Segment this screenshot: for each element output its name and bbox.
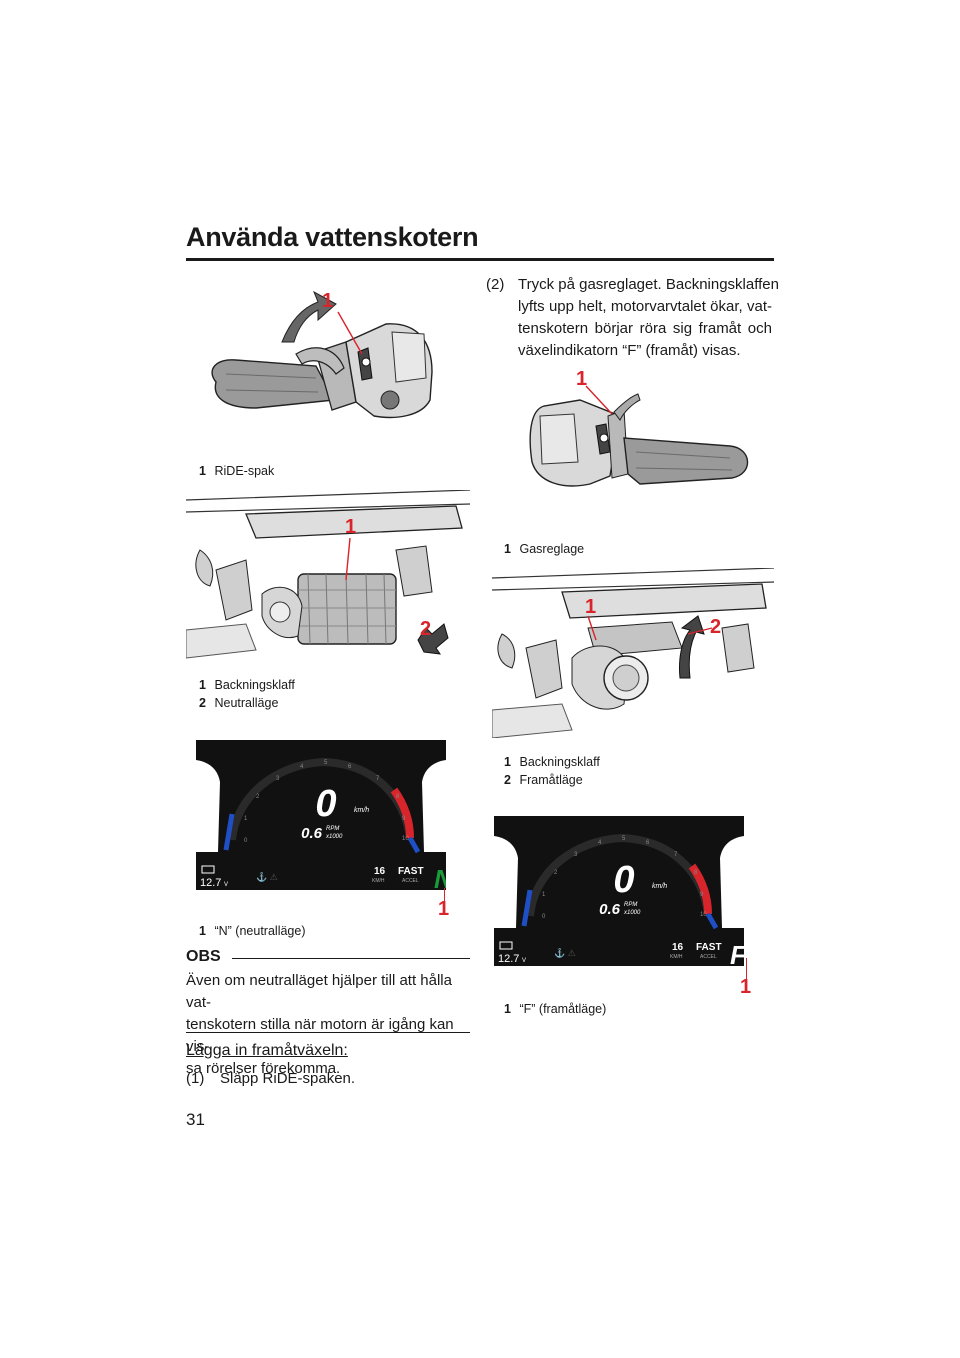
callout-leader	[746, 958, 747, 980]
svg-text:0: 0	[315, 783, 336, 825]
svg-text:KM/H: KM/H	[372, 878, 385, 884]
figure-callout-1: 1	[740, 976, 752, 998]
svg-text:5: 5	[622, 836, 626, 842]
figure-caption: 1 “N” (neutralläge)	[199, 924, 306, 938]
svg-text:4: 4	[300, 764, 304, 770]
title-rule	[186, 258, 774, 261]
svg-text:8: 8	[694, 870, 698, 876]
svg-text:3: 3	[276, 776, 280, 782]
svg-text:km/h: km/h	[652, 883, 667, 890]
svg-text:KM/H: KM/H	[670, 954, 683, 960]
figure-caption: 2 Neutralläge	[199, 696, 279, 710]
figure-callout-1: 1	[585, 596, 597, 618]
svg-text:2: 2	[256, 794, 260, 800]
svg-text:ACCEL: ACCEL	[402, 878, 419, 884]
svg-text:9: 9	[700, 892, 704, 898]
dashboard-neutral-display: 0 1 2 3 4 5 6 7 8 9 10 0 km/h 0.6 RPM x1…	[196, 740, 446, 890]
svg-text:0: 0	[244, 838, 248, 844]
svg-text:V: V	[522, 958, 526, 964]
svg-text:N: N	[434, 864, 446, 890]
svg-text:⚓ ⚠: ⚓ ⚠	[554, 947, 576, 958]
svg-text:2: 2	[554, 870, 558, 876]
figure-callout-1: 1	[438, 898, 450, 920]
svg-text:ACCEL: ACCEL	[700, 954, 717, 960]
svg-text:12.7: 12.7	[498, 953, 519, 965]
figure-callout-2: 2	[420, 618, 432, 640]
reverse-gate-forward-illustration	[492, 568, 774, 738]
figure-caption: 1 “F” (framåtläge)	[504, 1002, 607, 1016]
figure-caption: 2 Framåtläge	[504, 773, 583, 787]
figure-callout-1: 1	[576, 368, 588, 390]
figure-callout-1: 1	[345, 516, 357, 538]
svg-text:9: 9	[402, 816, 406, 822]
svg-text:0.6: 0.6	[599, 901, 621, 918]
svg-text:0: 0	[613, 859, 634, 901]
svg-text:⚓ ⚠: ⚓ ⚠	[256, 871, 278, 882]
svg-text:16: 16	[672, 942, 684, 953]
svg-text:F: F	[730, 940, 744, 966]
callout-leader	[444, 888, 445, 902]
svg-text:V: V	[224, 882, 228, 888]
figure-callout-1: 1	[322, 290, 334, 312]
step-2: (2) Tryck på gasreglaget. Backningsklaff…	[486, 276, 779, 359]
svg-text:RPM: RPM	[326, 826, 339, 832]
svg-text:x1000: x1000	[623, 910, 641, 916]
svg-text:8: 8	[396, 794, 400, 800]
svg-text:km/h: km/h	[354, 807, 369, 814]
svg-text:5: 5	[324, 760, 328, 766]
step-1: (1) Släpp RiDE-spaken.	[186, 1070, 356, 1087]
reverse-gate-neutral-illustration	[186, 490, 470, 659]
section-heading: Lägga in framåtväxeln:	[186, 1042, 348, 1059]
svg-text:10: 10	[402, 836, 409, 842]
svg-text:1: 1	[542, 892, 546, 898]
figure-caption: 1 Gasreglage	[504, 542, 585, 556]
figure-caption: 1 RiDE-spak	[199, 464, 275, 478]
throttle-illustration	[529, 385, 749, 487]
svg-text:3: 3	[574, 852, 578, 858]
svg-text:16: 16	[374, 866, 386, 877]
svg-text:4: 4	[598, 840, 602, 846]
svg-text:7: 7	[376, 776, 380, 782]
figure-callout-2: 2	[710, 616, 722, 638]
page-number: 31	[186, 1110, 205, 1129]
page-title: Använda vattenskotern	[186, 222, 479, 252]
svg-text:7: 7	[674, 852, 678, 858]
note-body: Även om neutralläget hjälper till att hå…	[186, 972, 454, 1077]
svg-text:0: 0	[542, 914, 546, 920]
note-rule-bottom	[186, 1032, 470, 1033]
dashboard-forward-display: 0 1 2 3 4 5 6 7 8 9 10 0 km/h 0.6 RPM x1…	[494, 816, 744, 966]
svg-text:FAST: FAST	[696, 942, 722, 953]
svg-text:10: 10	[700, 912, 707, 918]
figure-caption: 1 Backningsklaff	[199, 678, 295, 692]
svg-text:1: 1	[244, 816, 248, 822]
svg-text:0.6: 0.6	[301, 825, 323, 842]
svg-text:FAST: FAST	[398, 866, 424, 877]
note-title: OBS	[186, 948, 221, 965]
svg-text:6: 6	[348, 764, 352, 770]
figure-caption: 1 Backningsklaff	[504, 755, 600, 769]
svg-text:RPM: RPM	[624, 902, 637, 908]
svg-text:x1000: x1000	[325, 834, 343, 840]
svg-text:12.7: 12.7	[200, 877, 221, 889]
note-rule-top	[232, 958, 470, 959]
svg-text:6: 6	[646, 840, 650, 846]
ride-lever-illustration	[211, 290, 433, 419]
